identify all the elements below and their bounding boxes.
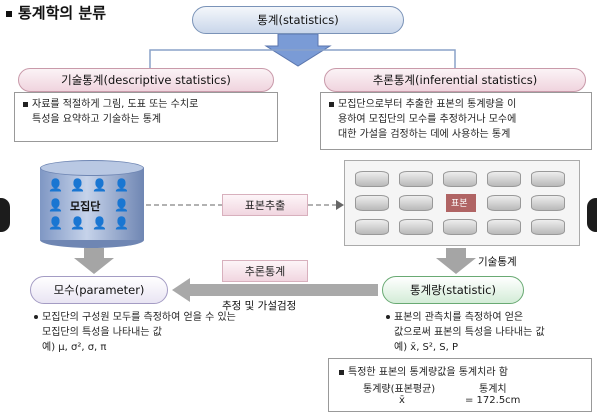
cylinder-body [40, 168, 144, 240]
example-val2: = 172.5cm [465, 395, 521, 406]
prev-nav-button[interactable] [0, 198, 10, 232]
bullet-icon [34, 315, 38, 319]
person-icon: 👤 [70, 178, 85, 192]
description-text: 자료를 적절하게 그림, 도표 또는 수치로 [32, 99, 199, 110]
person-icon: 👤 [48, 198, 63, 212]
next-nav-button[interactable] [587, 198, 597, 232]
inferential-statistics-label: 추론통계(inferential statistics) [372, 73, 538, 87]
sample-grid: 표본 [344, 160, 580, 246]
sample-cylinder-icon [531, 219, 565, 235]
inference-tag-label: 추론통계 [244, 265, 286, 278]
person-icon: 👤 [70, 216, 85, 230]
bullet-icon [23, 101, 28, 107]
sample-cylinder-icon [399, 219, 433, 235]
inferential-statistics-node: 추론통계(inferential statistics) [324, 68, 586, 92]
arrow-down-icon [74, 248, 114, 274]
description-line: 모집단으로부터 추출한 표본의 통계량을 이 [329, 97, 583, 112]
sample-cylinder-icon [531, 171, 565, 187]
description-line: 예) x̄, S², S, P [386, 340, 545, 355]
description-line: 모집단의 특성을 나타내는 값 [34, 325, 236, 340]
inferential-statistics-description: 모집단으로부터 추출한 표본의 통계량을 이 용하여 모집단의 모수를 추정하거… [320, 92, 592, 150]
example-col1: 통계량(표본평균) [363, 384, 436, 395]
person-icon: 👤 [48, 178, 63, 192]
description-text: 모집단으로부터 추출한 표본의 통계량을 이 [338, 99, 517, 110]
split-line-left [149, 49, 298, 68]
parameter-label: 모수(parameter) [53, 283, 145, 297]
description-line: 자료를 적절하게 그림, 도표 또는 수치로 [23, 97, 269, 112]
split-line-right [298, 49, 456, 68]
statistics-node: 통계(statistics) [192, 6, 404, 34]
sample-cylinder-icon [399, 171, 433, 187]
statistic-description: 표본의 관측치를 측정하여 얻은 값으로써 표본의 특성을 나타내는 값 예) … [386, 310, 545, 355]
example-header-text: 특정한 표본의 통계량값을 통계치라 함 [348, 367, 508, 378]
description-text: 예) μ, σ², σ, π [42, 342, 107, 353]
statistic-node: 통계량(statistic) [382, 276, 524, 304]
description-line: 특성을 요약하고 기술하는 통계 [23, 112, 269, 127]
person-icon: 👤 [114, 216, 129, 230]
person-icon: 👤 [114, 178, 129, 192]
parameter-node: 모수(parameter) [30, 276, 168, 304]
statistics-node-label: 통계(statistics) [257, 13, 339, 27]
description-line: 모집단의 구성원 모두를 측정하여 얻을 수 있는 [34, 310, 236, 325]
bullet-icon [329, 101, 334, 107]
description-text: 표본의 관측치를 측정하여 얻은 [394, 312, 524, 323]
sample-cylinder-icon [355, 171, 389, 187]
sample-cylinder-icon [399, 195, 433, 211]
sample-cylinder-icon [355, 195, 389, 211]
sampling-tag: 표본추출 [222, 194, 308, 216]
example-val1: x̄ [399, 395, 405, 406]
person-icon: 👤 [114, 198, 129, 212]
bullet-icon [339, 369, 344, 375]
description-text: 특성을 요약하고 기술하는 통계 [32, 114, 162, 125]
page-title: 통계학의 분류 [6, 2, 106, 23]
description-text: 용하여 모집단의 모수를 추정하거나 모수에 [338, 114, 517, 125]
statistic-label: 통계량(statistic) [410, 283, 496, 297]
estimation-label: 추정 및 가설검정 [222, 300, 297, 312]
bullet-icon [6, 10, 12, 17]
cylinder-top [40, 160, 144, 176]
sample-cylinder-icon [443, 171, 477, 187]
arrow-down-icon [436, 248, 476, 274]
sample-cylinder-icon [487, 219, 521, 235]
description-line: 표본의 관측치를 측정하여 얻은 [386, 310, 545, 325]
arrow-right-icon [336, 200, 344, 210]
sample-cylinder-icon [531, 195, 565, 211]
description-text: 대한 가설을 검정하는 데에 사용하는 통계 [338, 129, 511, 140]
page-title-text: 통계학의 분류 [18, 4, 107, 22]
description-text: 값으로써 표본의 특성을 나타내는 값 [394, 327, 545, 338]
sample-cylinder-icon [355, 219, 389, 235]
person-icon: 👤 [92, 216, 107, 230]
example-col2: 통계치 [479, 384, 507, 395]
sample-cylinder-icon [487, 195, 521, 211]
sample-highlight-label: 표본 [451, 199, 468, 209]
arrow-left-icon [172, 278, 378, 302]
person-icon: 👤 [48, 216, 63, 230]
population-cylinder: 👤 👤 👤 👤 👤 👤 👤 👤 👤 👤 모집단 [40, 160, 144, 248]
descriptive-statistics-description: 자료를 적절하게 그림, 도표 또는 수치로 특성을 요약하고 기술하는 통계 [14, 92, 278, 142]
sample-cylinder-icon [487, 171, 521, 187]
bullet-icon [386, 315, 390, 319]
example-header: 특정한 표본의 통계량값을 통계치라 함 [339, 363, 508, 378]
population-label: 모집단 [70, 200, 101, 213]
descriptive-statistics-label: 기술통계(descriptive statistics) [61, 73, 231, 87]
parameter-description: 모집단의 구성원 모두를 측정하여 얻을 수 있는 모집단의 특성을 나타내는 … [34, 310, 236, 355]
description-line: 대한 가설을 검정하는 데에 사용하는 통계 [329, 127, 583, 142]
description-line: 값으로써 표본의 특성을 나타내는 값 [386, 325, 545, 340]
descriptive-stat-arrow-label: 기술통계 [478, 256, 517, 268]
description-line: 용하여 모집단의 모수를 추정하거나 모수에 [329, 112, 583, 127]
sampling-label: 표본추출 [244, 199, 286, 212]
sample-highlight [446, 194, 476, 212]
descriptive-statistics-node: 기술통계(descriptive statistics) [18, 68, 274, 92]
description-text: 모집단의 구성원 모두를 측정하여 얻을 수 있는 [42, 312, 236, 323]
person-icon: 👤 [92, 178, 107, 192]
inference-tag: 추론통계 [222, 260, 308, 282]
example-box: 특정한 표본의 통계량값을 통계치라 함 통계량(표본평균) 통계치 x̄ = … [328, 358, 592, 412]
description-line: 예) μ, σ², σ, π [34, 340, 236, 355]
description-text: 모집단의 특성을 나타내는 값 [42, 327, 162, 338]
description-text: 예) x̄, S², S, P [394, 342, 459, 353]
sample-cylinder-icon [443, 219, 477, 235]
